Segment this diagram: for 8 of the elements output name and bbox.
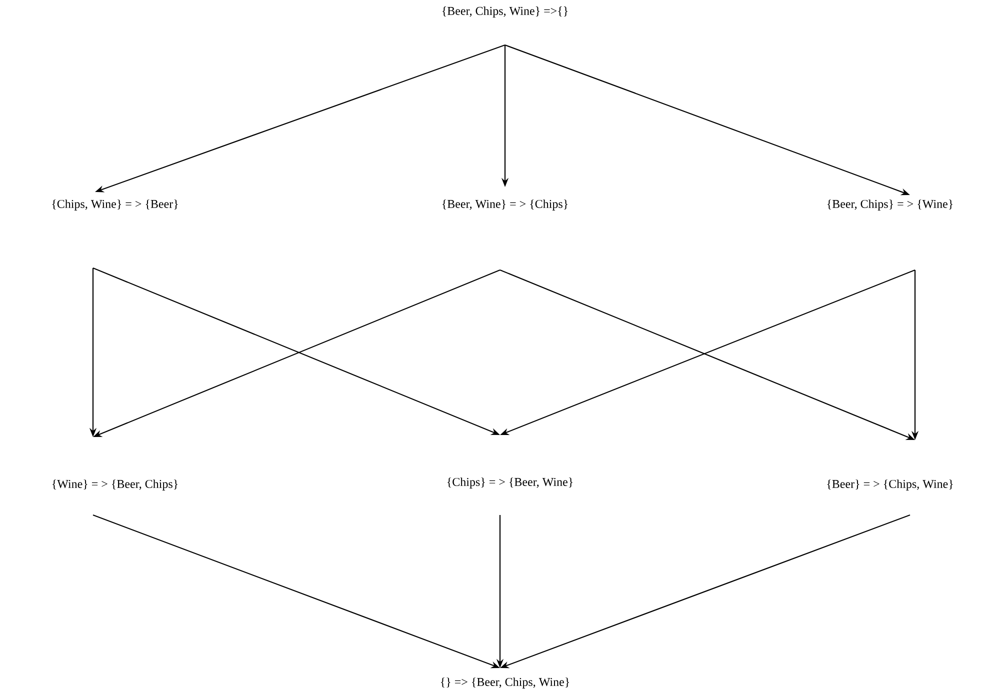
rule-label: {Chips, Wine} = > {Beer} [52, 200, 178, 210]
rule-label: {Beer, Chips} = > {Wine} [827, 200, 953, 210]
rule-label: {Beer} = > {Chips, Wine} [827, 480, 953, 490]
rule-label: {Beer, Chips, Wine} =>{} [442, 6, 568, 18]
rule-label: {Chips} = > {Beer, Wine} [447, 478, 573, 488]
rule-label: {Wine} = > {Beer, Chips} [52, 480, 178, 490]
rule-label: {Beer, Wine} = > {Chips} [442, 200, 568, 210]
rule-label: {} => {Beer, Chips, Wine} [440, 678, 570, 688]
